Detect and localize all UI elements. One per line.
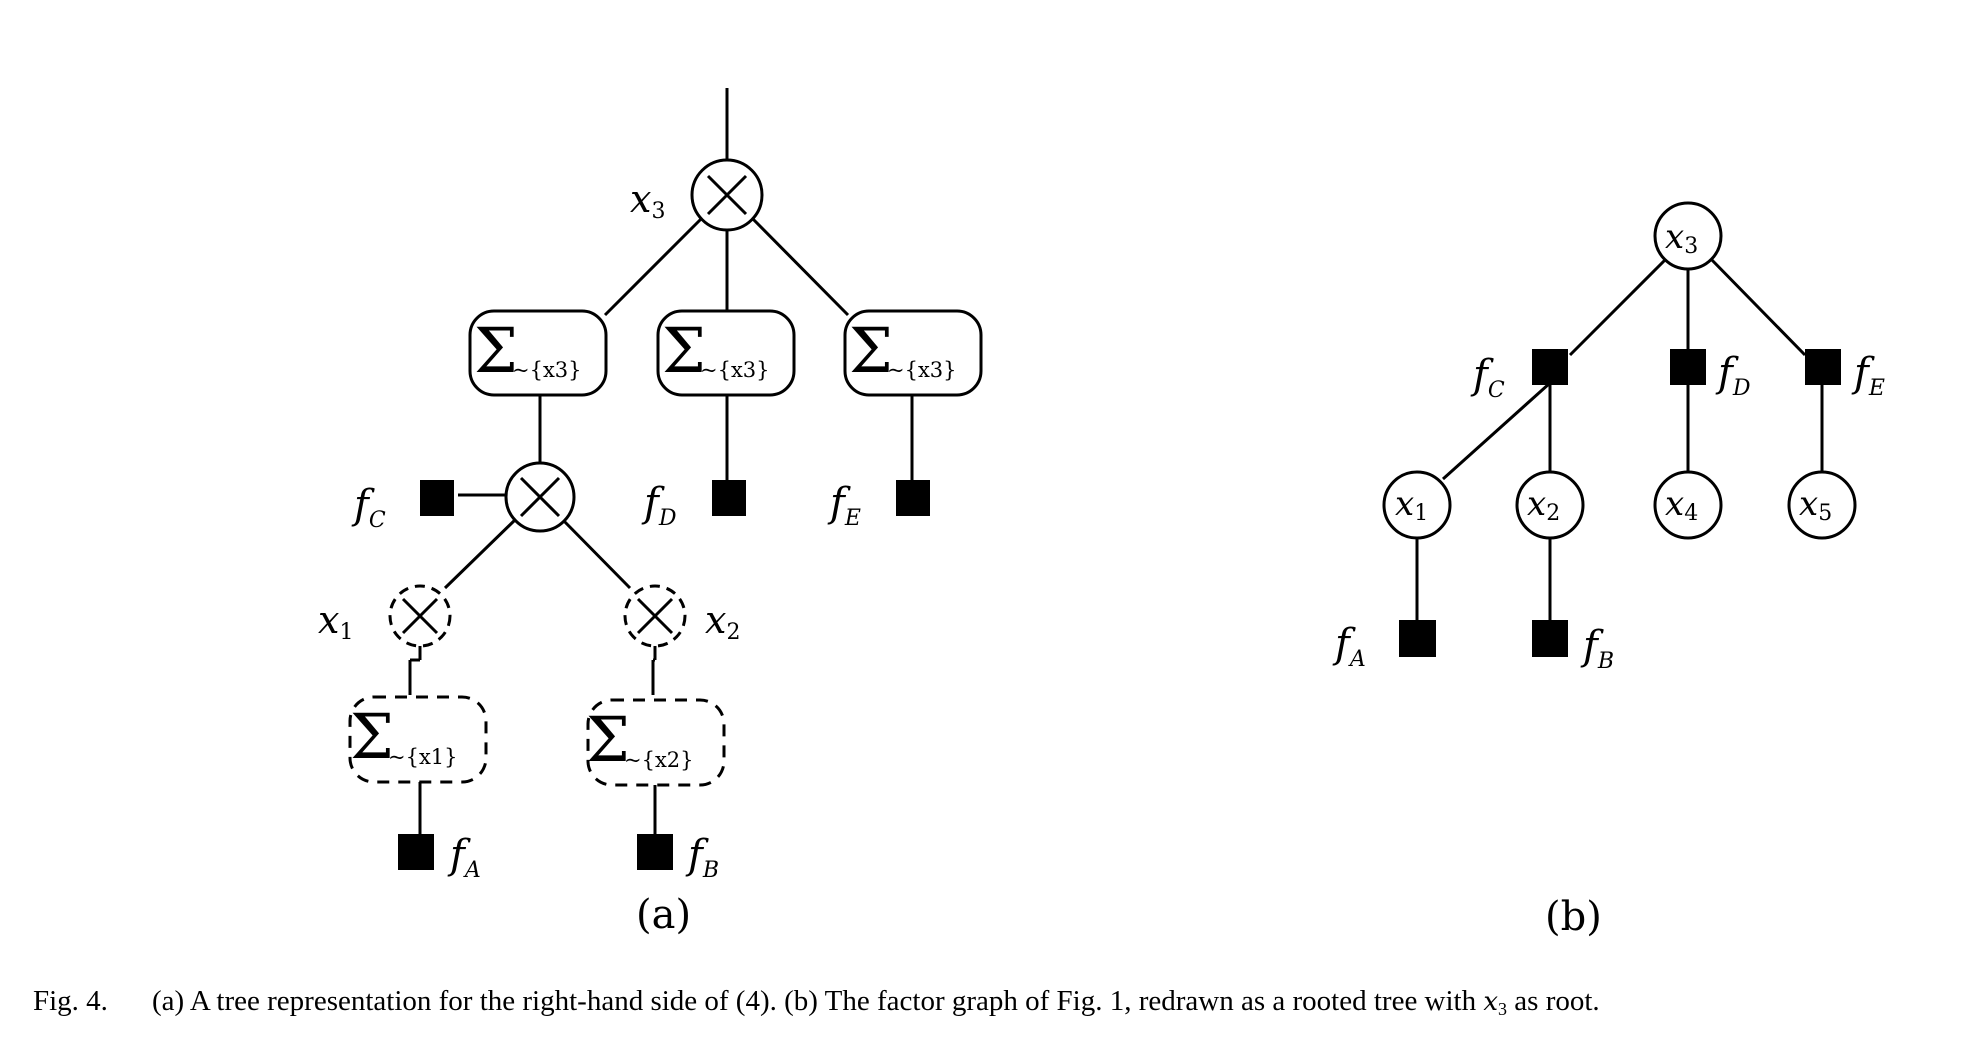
node-x1: x1: [1382, 470, 1452, 540]
b-factor-fA-label: fA: [1332, 621, 1366, 672]
svg-text:Σ: Σ: [474, 314, 518, 387]
node-x4: x4: [1653, 470, 1723, 540]
summary-x1-subscript: ~{x1}: [388, 745, 458, 769]
summary-1-subscript: ~{x3}: [512, 358, 582, 382]
svg-text:Σ: Σ: [350, 700, 394, 773]
factor-fA-square: [398, 834, 434, 870]
svg-text:Σ: Σ: [849, 314, 893, 387]
factor-fA-label: fA: [447, 832, 481, 883]
b-factor-fE-label: fE: [1851, 350, 1885, 401]
panel-b-edges: [1415, 255, 1824, 623]
caption-prefix: Fig. 4.: [33, 985, 108, 1017]
product-node-x2-dashed: [623, 584, 687, 648]
panel-b: x3 x1 x2 x4 x5 fC fD fE fA fB (b): [1332, 201, 1885, 940]
root-var-label: x3: [630, 177, 665, 224]
caption-var-sub: 3: [1498, 999, 1507, 1019]
b-factor-fA-square: [1399, 620, 1436, 657]
b-factor-fE-square: [1805, 349, 1841, 385]
product-node-root: [690, 158, 764, 232]
factor-fE-square: [896, 480, 930, 516]
factor-fC-label: fC: [351, 482, 386, 533]
summary-node-1: Σ ~{x3}: [468, 309, 608, 397]
caption-var: x: [1483, 987, 1498, 1017]
factor-fD-label: fD: [641, 480, 677, 531]
summary-node-2: Σ ~{x3}: [656, 309, 796, 397]
product-node-x1-dashed: [388, 584, 452, 648]
panel-a-edges: [408, 88, 914, 836]
node-x2: x2: [1515, 470, 1585, 540]
node-x5: x5: [1787, 470, 1857, 540]
b-factor-fD-square: [1670, 349, 1706, 385]
factor-fB-label: fB: [685, 832, 719, 883]
factor-fC-square: [420, 480, 454, 516]
node-x3: x3: [1653, 201, 1723, 271]
var-x1-label: x1: [318, 598, 353, 645]
var-x2-label: x2: [705, 598, 740, 645]
summary-node-x2-dashed: Σ ~{x2}: [586, 698, 726, 787]
panel-a-label: (a): [636, 892, 691, 938]
summary-2-subscript: ~{x3}: [700, 358, 770, 382]
svg-text:Σ: Σ: [662, 314, 706, 387]
caption-text-after: as root.: [1514, 985, 1599, 1017]
summary-node-x1-dashed: Σ ~{x1}: [348, 695, 488, 784]
caption-text-before: (a) A tree representation for the right-…: [152, 985, 1477, 1017]
figure-caption: Fig. 4. (a) A tree representation for th…: [33, 985, 1600, 1019]
summary-node-3: Σ ~{x3}: [843, 309, 983, 397]
factor-fD-square: [712, 480, 746, 516]
b-factor-fC-square: [1532, 349, 1568, 385]
factor-fE-label: fE: [827, 480, 861, 531]
b-factor-fC-label: fC: [1470, 352, 1505, 403]
panel-a: x3 Σ ~{x3} Σ ~{x3} Σ ~{x3} fC fD fE: [318, 88, 983, 938]
b-factor-fB-label: fB: [1580, 623, 1614, 674]
product-node-middle: [504, 461, 576, 533]
panel-b-label: (b): [1545, 894, 1602, 940]
b-factor-fB-square: [1532, 620, 1568, 657]
summary-x2-subscript: ~{x2}: [624, 748, 694, 772]
svg-text:Σ: Σ: [586, 703, 630, 776]
summary-3-subscript: ~{x3}: [887, 358, 957, 382]
factor-fB-square: [637, 834, 673, 870]
caption-text: (a) A tree representation for the right-…: [152, 985, 1600, 1019]
b-factor-fD-label: fD: [1715, 350, 1751, 401]
